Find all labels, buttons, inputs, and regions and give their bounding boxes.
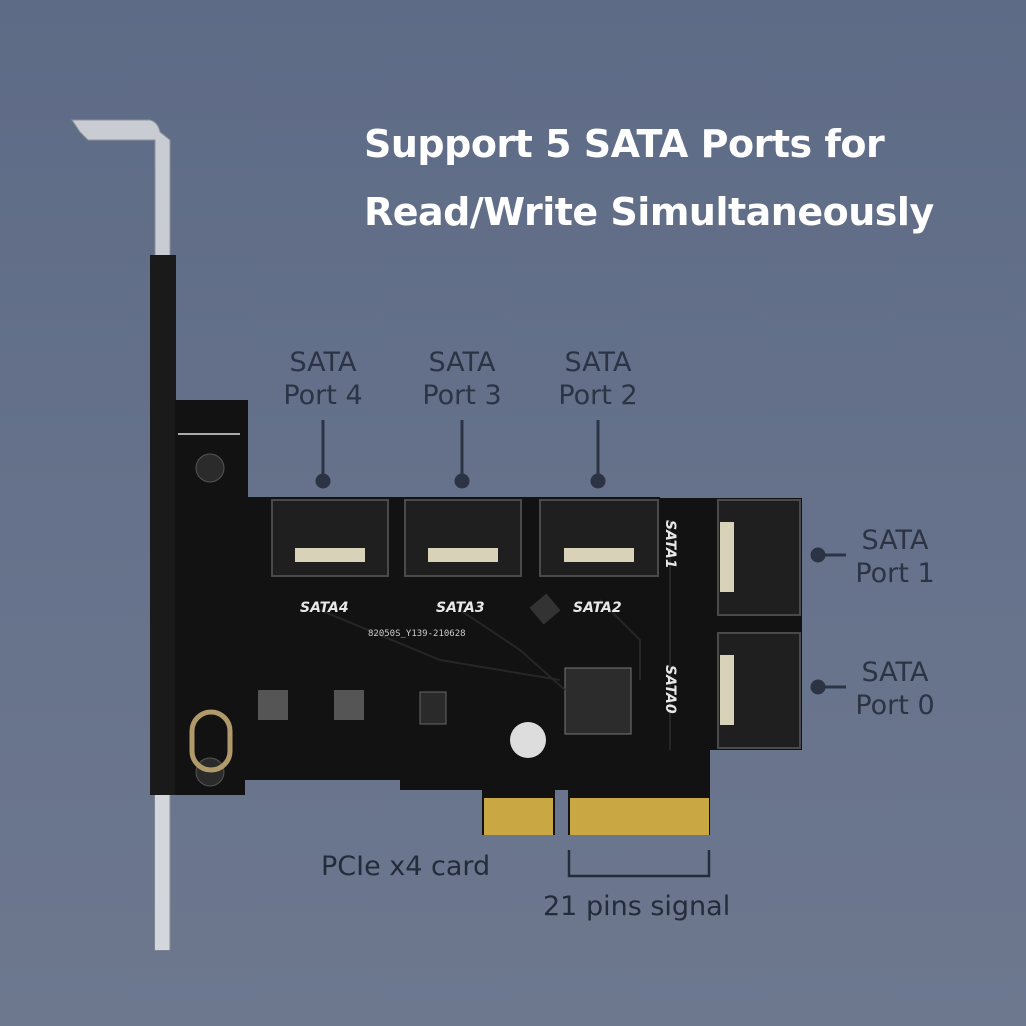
sata-connector-4 bbox=[271, 499, 389, 577]
silk-sata3: SATA3 bbox=[436, 600, 485, 616]
screw-icon bbox=[195, 453, 225, 483]
silk-board-id: 82050S_Y139-210628 bbox=[368, 629, 466, 639]
pins-bracket bbox=[567, 850, 711, 878]
label-pcie-card: PCIe x4 card bbox=[321, 851, 491, 882]
label-pins-signal: 21 pins signal bbox=[543, 891, 731, 922]
controller-chip bbox=[564, 667, 632, 735]
gold-fingers bbox=[484, 798, 709, 835]
sata-connector-3 bbox=[404, 499, 522, 577]
silk-sata2: SATA2 bbox=[573, 600, 622, 616]
headline-line2: Read/Write Simultaneously bbox=[364, 190, 934, 234]
pcb-board bbox=[175, 400, 802, 835]
silk-sata4: SATA4 bbox=[300, 600, 349, 616]
silk-sata1: SATA1 bbox=[662, 520, 678, 569]
metal-bracket bbox=[71, 119, 176, 951]
sata-connector-2 bbox=[539, 499, 659, 577]
headline-line1: Support 5 SATA Ports for bbox=[364, 122, 885, 166]
silk-sata0: SATA0 bbox=[662, 665, 678, 714]
